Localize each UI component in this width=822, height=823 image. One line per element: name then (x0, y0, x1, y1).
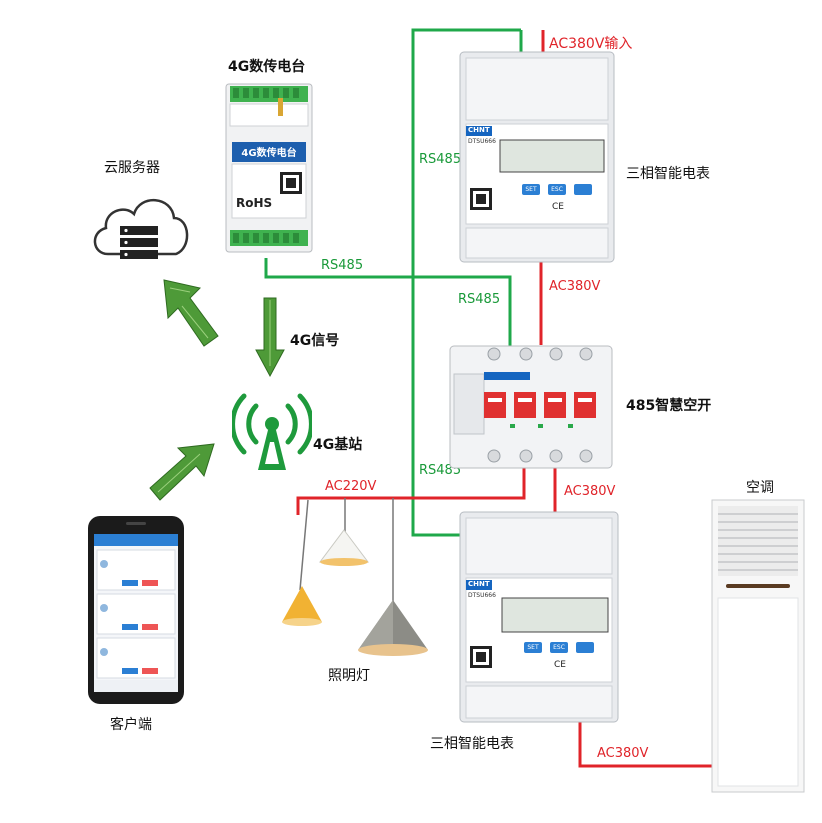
signal-4g-label: 4G信号 (290, 333, 340, 349)
meter-set-button[interactable]: SET (522, 184, 540, 195)
upload-arrow-icon-2 (148, 442, 218, 504)
upload-arrow-icon (160, 278, 222, 350)
meter-esc-button-2[interactable]: ESC (550, 642, 568, 653)
meter-brand-2: CHNT (468, 580, 490, 588)
ce-mark-2: CE (554, 660, 566, 670)
meter-brand: CHNT (468, 126, 490, 134)
meter-esc-button[interactable]: ESC (548, 184, 566, 195)
rs485-dtu-wire (264, 258, 512, 348)
meter-top-label: 三相智能电表 (626, 166, 710, 182)
ac380-wire-3 (578, 722, 718, 768)
aircon-label: 空调 (746, 480, 774, 496)
meter-bottom-label: 三相智能电表 (430, 736, 514, 752)
ac380-label-1: AC380V (549, 279, 601, 294)
dtu-panel-title: 4G数传电台 (241, 148, 297, 159)
rohs-mark: RoHS (236, 196, 273, 210)
lamp-white (318, 528, 370, 570)
rs485-label-a: RS485 (419, 152, 462, 167)
meter-model-2: DTSU666 (468, 592, 496, 599)
smart-breaker (448, 342, 614, 470)
client-label: 客户端 (110, 717, 152, 733)
ac220-label: AC220V (325, 479, 377, 494)
phone-client (86, 514, 186, 706)
download-arrow-icon (255, 296, 285, 378)
meter-arrow-button-2[interactable] (576, 642, 594, 653)
cloud-label: 云服务器 (104, 160, 160, 176)
lamp-grey (356, 598, 430, 660)
rs485-label-c: RS485 (458, 292, 501, 307)
smart-meter-top: CHNT DTSU666 SET ESC CE (456, 50, 618, 264)
lamp-yellow (280, 584, 324, 630)
ac380-label-2: AC380V (564, 484, 616, 499)
base-station-label: 4G基站 (313, 437, 363, 453)
meter-set-button-2[interactable]: SET (524, 642, 542, 653)
lighting-label: 照明灯 (328, 668, 370, 684)
ac220-wire (296, 468, 526, 515)
rs485-label-b: RS485 (321, 258, 364, 273)
smart-meter-bottom: CHNT DTSU666 SET ESC CE (456, 510, 622, 724)
cloud-server-icon (86, 188, 194, 268)
ce-mark: CE (552, 202, 564, 212)
ac380-input-label: AC380V输入 (549, 36, 633, 52)
dtu-title: 4G数传电台 (228, 59, 306, 75)
rs485-bus-wire (411, 28, 521, 537)
ac380-label-3: AC380V (597, 746, 649, 761)
meter-model: DTSU666 (468, 138, 496, 145)
breaker-label: 485智慧空开 (626, 398, 712, 414)
meter-arrow-button[interactable] (574, 184, 592, 195)
dtu-device: 4G数传电台 RoHS (220, 80, 318, 256)
air-conditioner (710, 498, 806, 794)
antenna-tower-icon (230, 392, 314, 474)
